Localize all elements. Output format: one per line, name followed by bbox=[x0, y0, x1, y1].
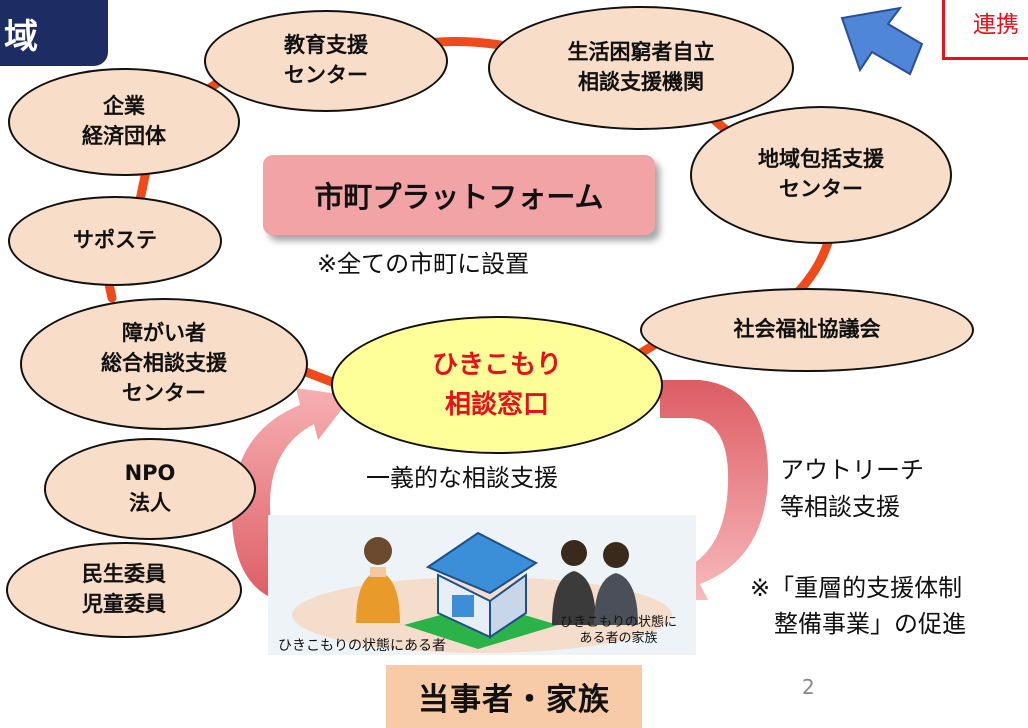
connector-line bbox=[301, 367, 337, 387]
node-chiiki-label: 地域包括支援 センター bbox=[758, 147, 884, 201]
node-seikatsu: 生活困窮者自立 相談支援機関 bbox=[488, 6, 794, 130]
center-node-label: ひきこもり 相談窓口 bbox=[431, 349, 562, 420]
left-curved-arrow bbox=[231, 388, 360, 605]
node-kigyou: 企業 経済団体 bbox=[8, 68, 240, 176]
primary-support-label: 一義的な相談支援 bbox=[366, 464, 558, 492]
family-label-text: 当事者・家族 bbox=[418, 682, 610, 718]
section-title-tab: 域 bbox=[0, 0, 108, 66]
blue-link-arrow bbox=[840, 6, 924, 76]
family-illustration: ひきこもりの状態にある者 ひきこもりの状態に ある者の家族 bbox=[268, 515, 696, 655]
family-caption: ひきこもりの状態に ある者の家族 bbox=[560, 615, 678, 646]
node-minsei: 民生委員 児童委員 bbox=[6, 542, 242, 638]
support-note: ※「重層的支援体制 整備事業」の促進 bbox=[750, 574, 966, 638]
family-icon bbox=[552, 540, 638, 625]
node-npo-label: NPO 法人 bbox=[124, 461, 176, 515]
node-chiiki: 地域包括支援 センター bbox=[690, 106, 952, 244]
family-label: 当事者・家族 bbox=[386, 665, 642, 728]
node-shakai: 社会福祉協議会 bbox=[640, 288, 974, 372]
renkei-box: 連携 bbox=[942, 0, 1028, 60]
page-number: 2 bbox=[802, 675, 815, 699]
platform-box: 市町プラットフォーム bbox=[263, 155, 655, 235]
node-seikatsu-label: 生活困窮者自立 相談支援機関 bbox=[567, 40, 715, 94]
node-kigyou-label: 企業 経済団体 bbox=[82, 94, 166, 148]
right-curved-arrow bbox=[650, 380, 769, 600]
node-saposute-label: サポステ bbox=[73, 228, 157, 253]
house-icon bbox=[425, 531, 538, 639]
node-minsei-label: 民生委員 児童委員 bbox=[82, 562, 166, 616]
node-shougai-label: 障がい者 総合相談支援 センター bbox=[101, 321, 227, 405]
platform-title: 市町プラットフォーム bbox=[314, 180, 604, 214]
person-caption: ひきこもりの状態にある者 bbox=[278, 638, 446, 654]
renkei-label: 連携 bbox=[973, 12, 1019, 38]
center-node: ひきこもり 相談窓口 bbox=[331, 316, 663, 454]
section-title: 域 bbox=[4, 16, 38, 57]
platform-note: ※全ての市町に設置 bbox=[317, 250, 530, 278]
node-shougai: 障がい者 総合相談支援 センター bbox=[20, 298, 308, 430]
node-kyouiku-label: 教育支援 センター bbox=[284, 33, 368, 87]
illustration-art bbox=[292, 531, 672, 653]
node-kyouiku: 教育支援 センター bbox=[204, 10, 448, 112]
node-npo: NPO 法人 bbox=[44, 438, 256, 540]
person-icon bbox=[356, 537, 400, 623]
node-saposute: サポステ bbox=[8, 196, 222, 286]
node-shakai-label: 社会福祉協議会 bbox=[733, 317, 881, 342]
outreach-support-label: アウトリーチ 等相談支援 bbox=[780, 456, 924, 522]
